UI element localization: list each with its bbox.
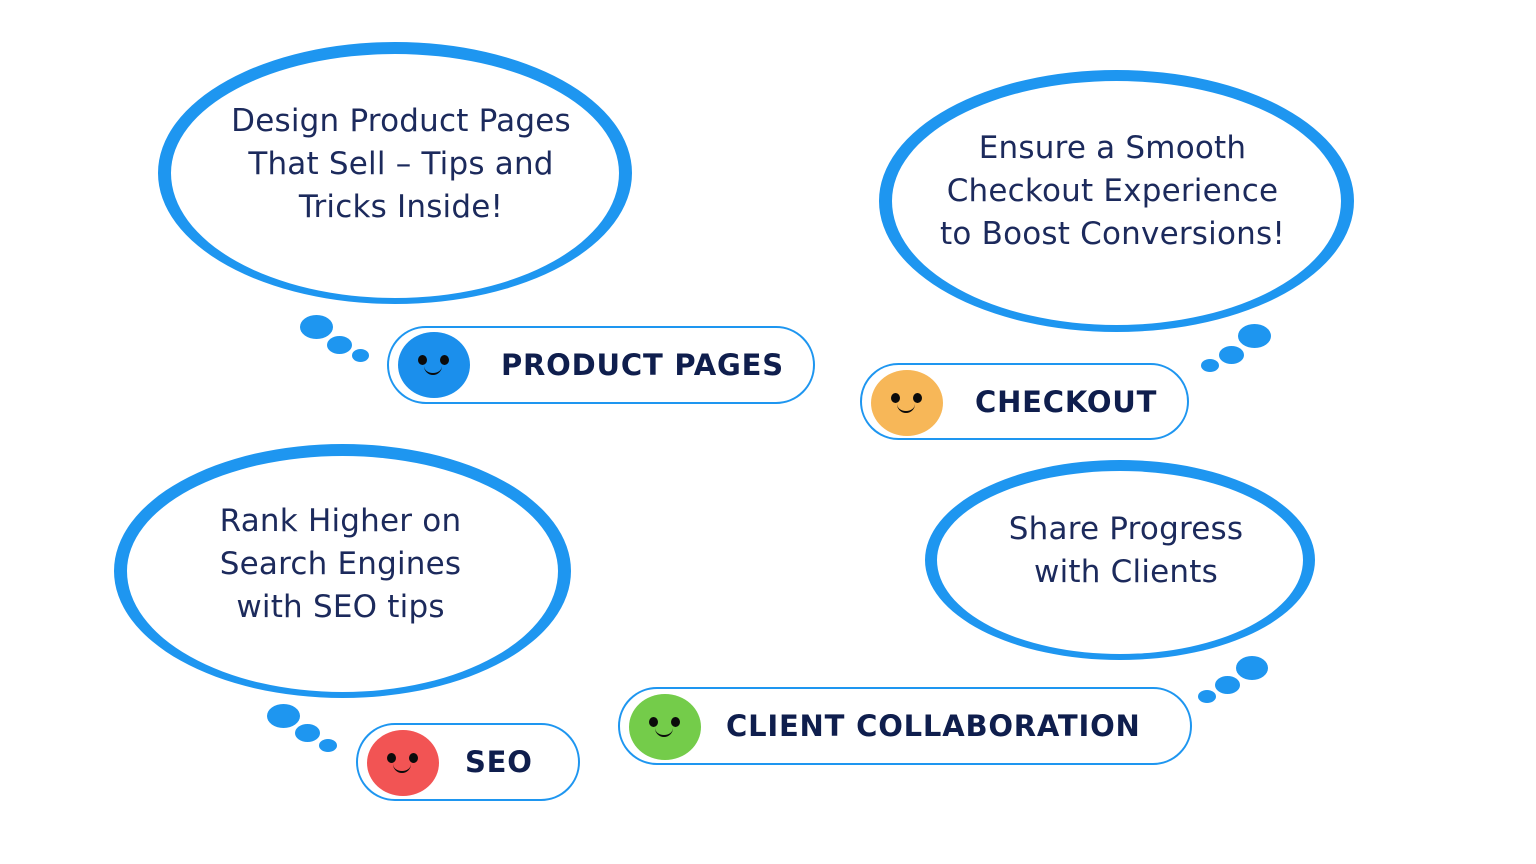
thought-dot-medium — [295, 724, 320, 742]
tag-label-checkout: CHECKOUT — [975, 384, 1158, 419]
thought-dot-large — [1238, 324, 1271, 348]
smiley-face-icon — [398, 332, 470, 398]
thought-dot-small — [1201, 359, 1219, 372]
bubble-text-client-collaboration: Share Progress with Clients — [1008, 510, 1244, 590]
thought-dot-large — [267, 704, 300, 728]
bubble-text-seo: Rank Higher on Search Engines with SEO t… — [219, 502, 462, 625]
tag-pill-seo[interactable]: SEO — [356, 723, 580, 801]
thought-dot-medium — [1219, 346, 1244, 364]
thought-dot-small — [1198, 690, 1216, 703]
thought-dot-large — [300, 315, 333, 339]
thought-bubble-seo: Rank Higher on Search Engines with SEO t… — [114, 444, 571, 698]
thought-bubble-checkout: Ensure a Smooth Checkout Experience to B… — [879, 70, 1354, 332]
thought-dot-large — [1236, 656, 1268, 680]
thought-dot-medium — [327, 336, 352, 354]
bubble-text-product-pages: Design Product Pages That Sell – Tips an… — [231, 102, 571, 225]
tag-pill-checkout[interactable]: CHECKOUT — [860, 363, 1189, 440]
thought-dot-small — [319, 739, 337, 752]
smiley-face-icon — [871, 370, 943, 436]
thought-dot-small — [352, 349, 369, 362]
tag-label-client-collaboration: CLIENT COLLABORATION — [726, 709, 1141, 743]
thought-dot-medium — [1215, 676, 1240, 694]
smiley-face-icon — [367, 730, 439, 796]
tag-label-product-pages: PRODUCT PAGES — [501, 348, 784, 382]
tag-pill-product-pages[interactable]: PRODUCT PAGES — [387, 326, 815, 404]
tag-pill-client-collaboration[interactable]: CLIENT COLLABORATION — [618, 687, 1192, 765]
thought-bubble-product-pages: Design Product Pages That Sell – Tips an… — [158, 42, 632, 304]
tag-label-seo: SEO — [465, 745, 533, 779]
bubble-text-checkout: Ensure a Smooth Checkout Experience to B… — [940, 129, 1285, 252]
thought-bubble-client-collaboration: Share Progress with Clients — [925, 460, 1315, 660]
smiley-face-icon — [629, 694, 701, 760]
